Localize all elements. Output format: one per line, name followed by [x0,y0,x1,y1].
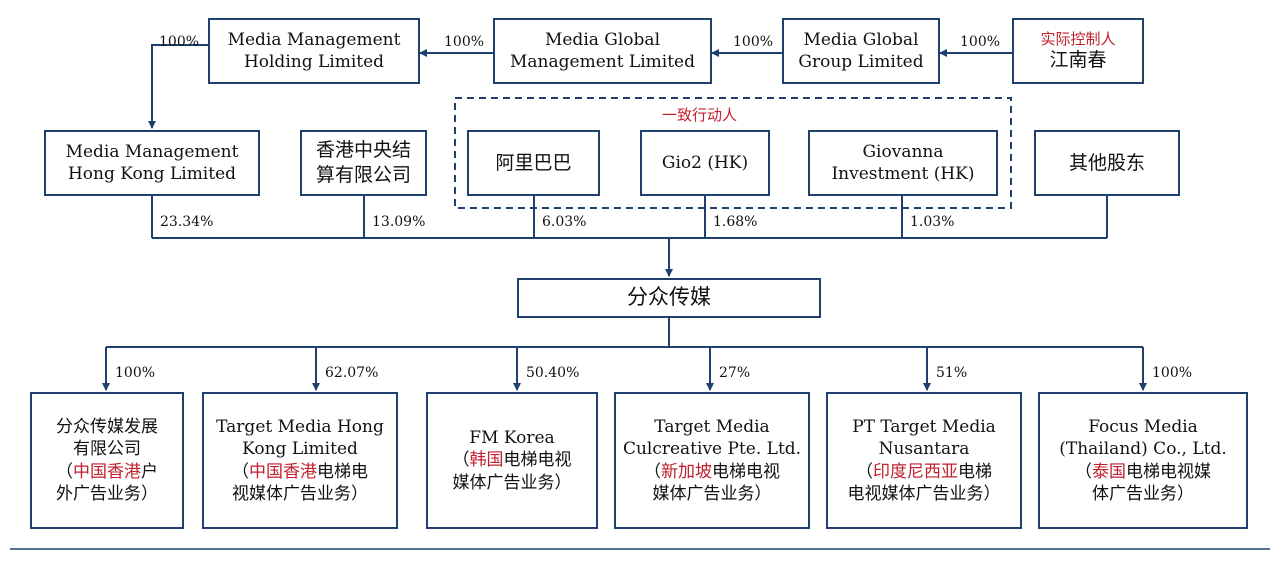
focus-media-center-label: 分众传媒 [627,285,711,310]
giovanna-box: Giovanna Investment (HK) [808,130,998,196]
pct-sub-6: 100% [1152,365,1193,381]
pct-sub-1: 100% [115,365,156,381]
subsidiary-region: 印度尼西亚 [873,461,958,482]
alibaba-box: 阿里巴巴 [467,130,600,196]
subsidiary-region: 新加坡 [661,461,712,482]
actual-controller-name: 江南春 [1049,48,1107,71]
hkscc-label: 香港中央结 算有限公司 [315,139,411,186]
pct-sub-2: 62.07% [325,365,379,381]
pct-sub-3: 50.40% [526,365,580,381]
pct-mggl-to-mgml: 100% [733,34,774,50]
subsidiary-fm-korea-box: FM Korea （韩国电梯电视 媒体广告业务） [426,392,598,529]
media-global-group-label: Media Global Group Limited [798,29,924,72]
actual-controller-box: 实际控制人 江南春 [1012,18,1144,84]
subsidiary-business: 户 外广告业务） [56,461,158,504]
concert-party-label: 一致行动人 [662,106,738,124]
other-shareholders-box: 其他股东 [1034,130,1180,196]
subsidiary-name: Focus Media (Thailand) Co., Ltd. [1059,417,1227,460]
subsidiary-region: 韩国 [469,450,504,471]
media-management-holding-label: Media Management Holding Limited [227,29,401,72]
subsidiary-target-media-sg-box: Target Media Culcreative Pte. Ltd. （新加坡电… [614,392,810,529]
subsidiary-name: FM Korea [469,428,555,449]
subsidiary-name: Target Media Culcreative Pte. Ltd. [622,417,802,460]
hkscc-box: 香港中央结 算有限公司 [300,130,427,196]
media-management-hk-label: Media Management Hong Kong Limited [65,141,239,184]
subsidiary-fm-development-box: 分众传媒发展 有限公司 （中国香港户 外广告业务） [30,392,184,529]
actual-controller-tag: 实际控制人 [1040,29,1116,48]
gio2-label: Gio2 (HK) [661,152,749,173]
subsidiary-business: 电梯电 视媒体广告业务） [232,461,368,504]
subsidiary-region: 泰国 [1092,461,1126,482]
subsidiary-business: 电梯电视媒 体广告业务） [1092,461,1211,504]
pct-giovanna: 1.03% [910,214,955,230]
media-management-holding-box: Media Management Holding Limited [208,18,420,84]
pct-hkscc: 13.09% [372,214,426,230]
alibaba-label: 阿里巴巴 [495,151,572,174]
subsidiary-target-media-hk-box: Target Media Hong Kong Limited （中国香港电梯电 … [202,392,398,529]
other-shareholders-label: 其他股东 [1068,151,1145,174]
media-global-management-box: Media Global Management Limited [493,18,712,84]
subsidiary-name: Target Media Hong Kong Limited [216,417,384,460]
pct-alibaba: 6.03% [542,214,587,230]
pct-mmhk: 23.34% [160,214,214,230]
pct-sub-4: 27% [719,365,751,381]
pct-jnc-to-mggl: 100% [960,34,1001,50]
subsidiary-business: 电梯 电视媒体广告业务） [847,461,1001,504]
subsidiary-pt-target-media-box: PT Target Media Nusantara （印度尼西亚电梯 电视媒体广… [826,392,1022,529]
subsidiary-name: PT Target Media Nusantara [852,417,996,460]
subsidiary-focus-media-thailand-box: Focus Media (Thailand) Co., Ltd. （泰国电梯电视… [1038,392,1248,529]
gio2-box: Gio2 (HK) [640,130,770,196]
giovanna-label: Giovanna Investment (HK) [831,141,975,184]
focus-media-center-box: 分众传媒 [517,278,821,318]
pct-gio2: 1.68% [713,214,758,230]
media-global-management-label: Media Global Management Limited [510,29,695,72]
media-management-hk-box: Media Management Hong Kong Limited [44,130,260,196]
subsidiary-region: 中国香港 [249,461,317,482]
pct-sub-5: 51% [936,365,968,381]
subsidiary-business: 电梯电视 媒体广告业务） [452,450,572,493]
subsidiary-region: 中国香港 [73,461,141,482]
subsidiary-name: 分众传媒发展 有限公司 [56,417,158,460]
media-global-group-box: Media Global Group Limited [782,18,940,84]
pct-mgml-to-mmhl: 100% [444,34,485,50]
pct-mmhl-to-mmhk: 100% [159,34,200,50]
subsidiary-business: 电梯电视 媒体广告业务） [652,461,781,504]
